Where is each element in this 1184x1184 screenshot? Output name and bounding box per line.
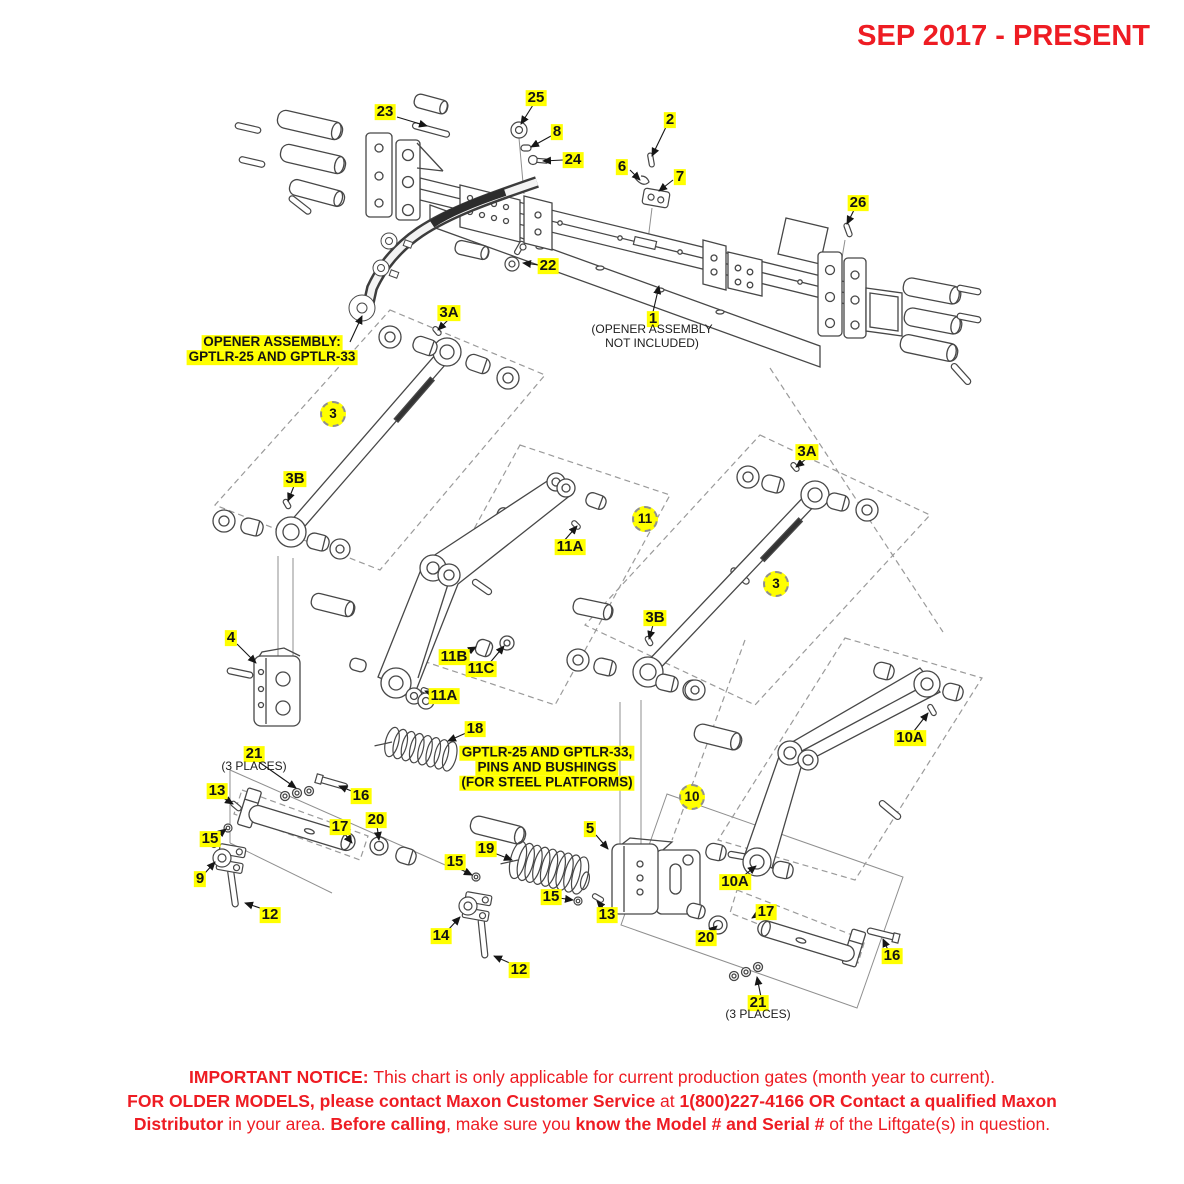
- callout-3A: 3A: [437, 304, 461, 322]
- callout-22: 22: [537, 257, 559, 275]
- lift-arm-11: [349, 472, 607, 710]
- callout-15: 15: [540, 888, 562, 906]
- callout-14: 14: [430, 927, 452, 945]
- callout-10A: 10A: [894, 729, 926, 747]
- diagram-note: (3 PLACES): [221, 759, 287, 774]
- callout-8: 8: [550, 123, 564, 141]
- link-pipe-right: [686, 902, 867, 982]
- callout-26: 26: [847, 194, 869, 212]
- opener-arm: [348, 176, 539, 322]
- callout-7: 7: [673, 168, 687, 186]
- callout-11A: 11A: [428, 687, 460, 705]
- spring-19: [500, 840, 591, 895]
- bracket-4: [253, 647, 301, 727]
- leader-arrows: [204, 104, 929, 998]
- bracket-5: [611, 837, 701, 915]
- lift-arm-10: [684, 661, 964, 880]
- callout-17: 17: [755, 903, 777, 921]
- circled-callout-10: 10: [679, 784, 705, 810]
- link-pipe-left: [237, 785, 417, 866]
- callout-17: 17: [329, 818, 351, 836]
- callout-24: 24: [562, 151, 584, 169]
- callout-21: 21: [243, 745, 265, 763]
- callout-9: 9: [193, 870, 207, 888]
- clevis-9: [210, 841, 247, 874]
- callout-12: 12: [259, 906, 281, 924]
- diagram-note: (3 PLACES): [725, 1007, 791, 1022]
- circled-callout-3: 3: [763, 571, 789, 597]
- callout-11C: 11C: [465, 660, 497, 678]
- callout-13: 13: [206, 782, 228, 800]
- highlight-label: OPENER ASSEMBLY:GPTLR-25 AND GPTLR-33: [186, 334, 358, 365]
- callout-13: 13: [596, 906, 618, 924]
- callout-3A: 3A: [795, 443, 819, 461]
- callout-6: 6: [615, 158, 629, 176]
- callout-4: 4: [224, 629, 238, 647]
- small-washers: [223, 121, 583, 906]
- notice-line: FOR OLDER MODELS, please contact Maxon C…: [127, 1090, 1057, 1111]
- callout-11B: 11B: [438, 648, 470, 666]
- callout-16: 16: [350, 787, 372, 805]
- callout-21: 21: [747, 994, 769, 1012]
- callout-19: 19: [475, 840, 497, 858]
- circled-callout-3: 3: [320, 401, 346, 427]
- important-notice: IMPORTANT NOTICE: This chart is only app…: [0, 1066, 1184, 1137]
- callout-23: 23: [374, 103, 396, 121]
- spring-18: [374, 726, 458, 772]
- callout-11A: 11A: [554, 538, 586, 556]
- callout-15: 15: [444, 853, 466, 871]
- callout-2: 2: [663, 111, 677, 129]
- callout-25: 25: [525, 89, 547, 107]
- callout-16: 16: [881, 947, 903, 965]
- circled-callout-11: 11: [632, 506, 658, 532]
- callout-3B: 3B: [643, 609, 667, 627]
- callout-1: 1: [646, 310, 660, 328]
- callout-12: 12: [508, 961, 530, 979]
- clevis-14: [458, 891, 493, 922]
- callout-20: 20: [365, 811, 387, 829]
- callout-15: 15: [199, 830, 221, 848]
- link-arm-right: [566, 465, 879, 701]
- callout-5: 5: [583, 820, 597, 838]
- callout-18: 18: [464, 720, 486, 738]
- callout-3B: 3B: [283, 470, 307, 488]
- notice-line: IMPORTANT NOTICE: This chart is only app…: [189, 1067, 995, 1087]
- callout-20: 20: [695, 929, 717, 947]
- page-title: SEP 2017 - PRESENT: [857, 20, 1150, 52]
- notice-line: Distributor in your area. Before calling…: [133, 1114, 1051, 1134]
- callout-10A: 10A: [719, 873, 751, 891]
- link-arm-left: [212, 325, 520, 560]
- highlight-label: GPTLR-25 AND GPTLR-33,PINS AND BUSHINGS(…: [459, 744, 635, 791]
